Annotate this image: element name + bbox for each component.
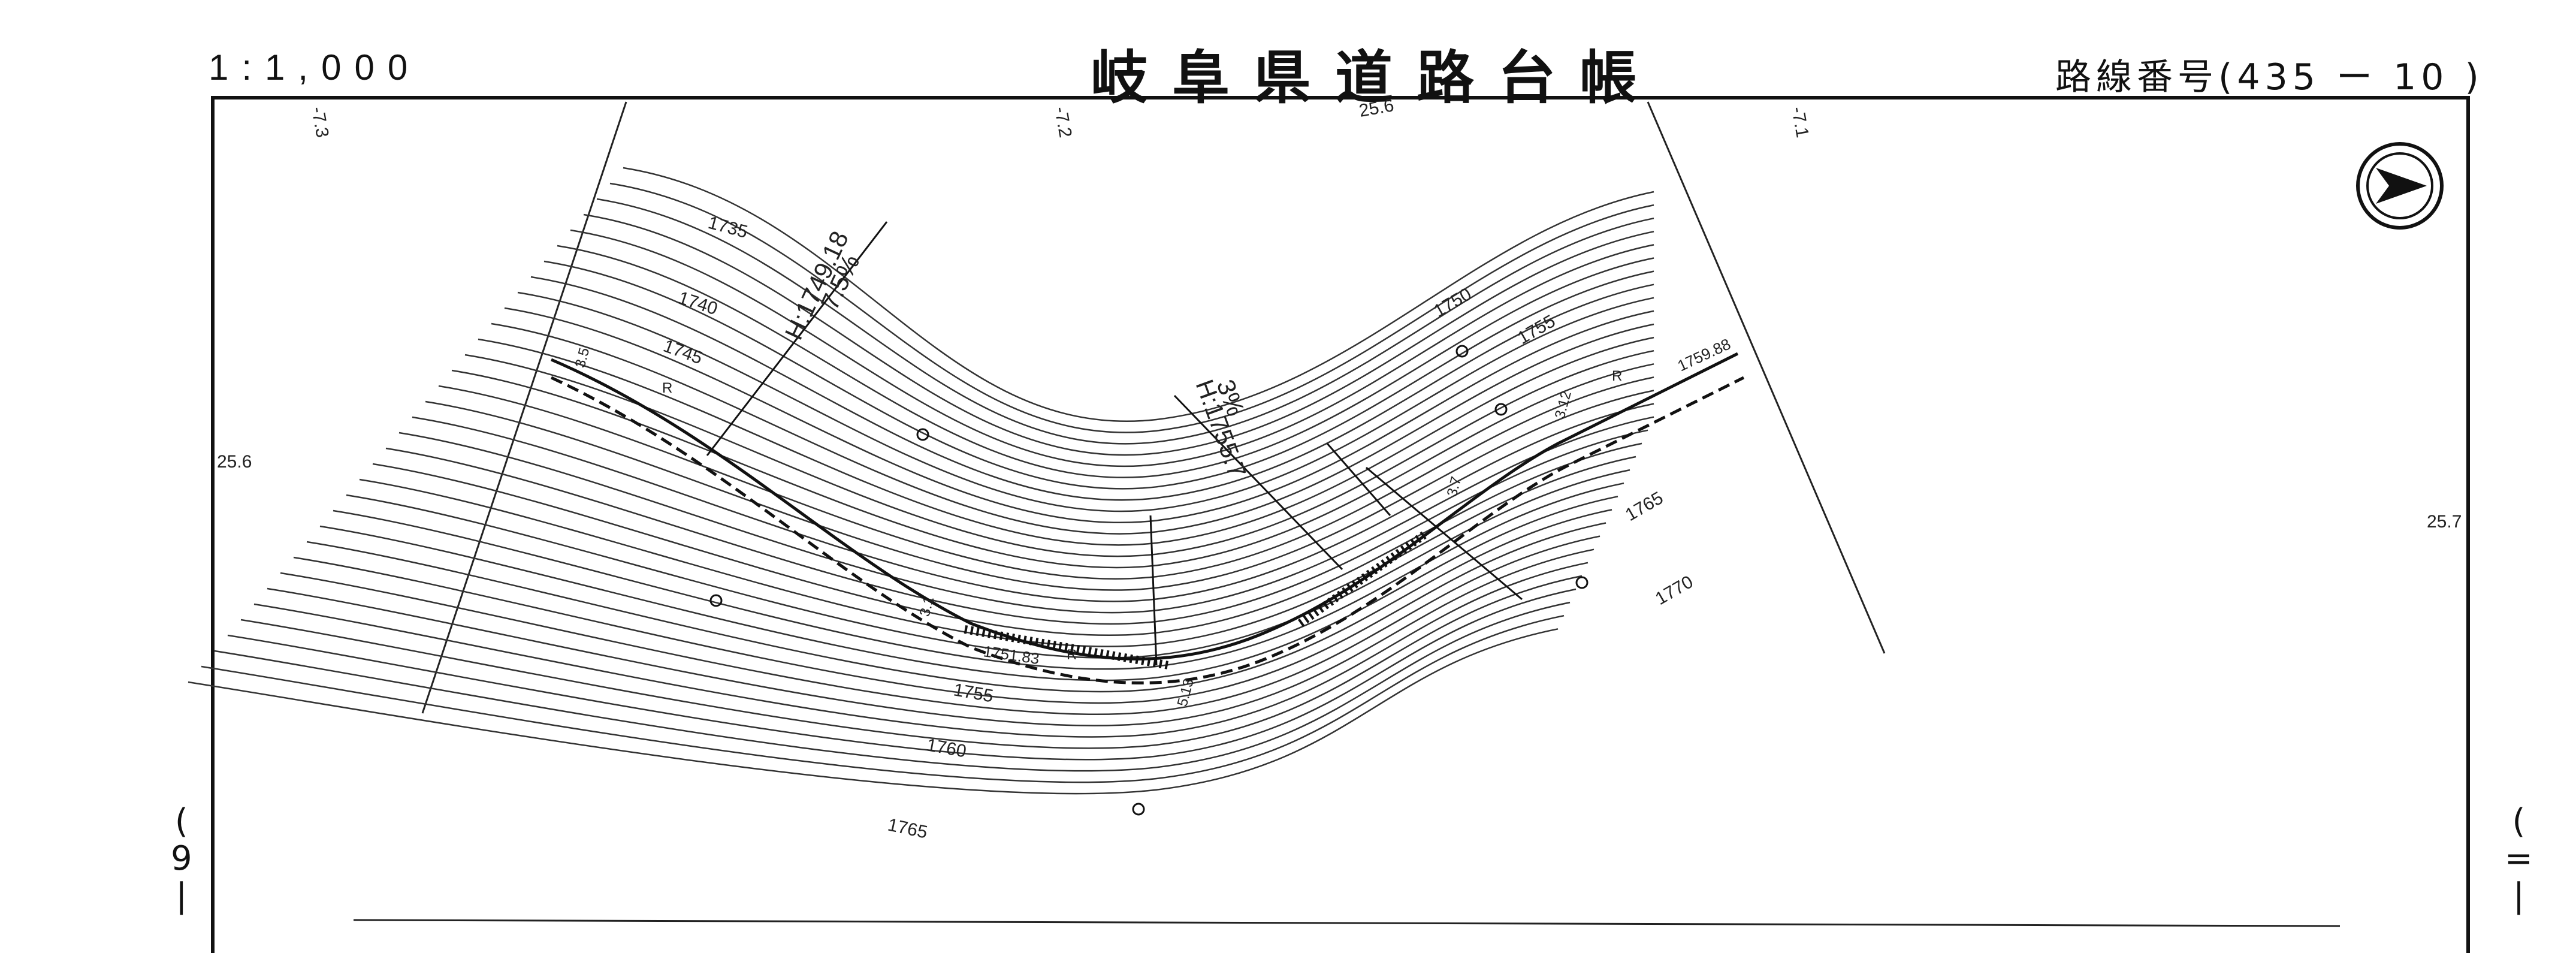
contour-line <box>596 198 1654 445</box>
contour-line <box>253 562 1589 738</box>
map-frame <box>211 96 2470 953</box>
side-label-char: | <box>176 876 188 915</box>
contour-line <box>530 276 1654 501</box>
map-boundary-lines <box>353 101 2341 927</box>
north-arrow-icon <box>2356 142 2444 230</box>
contour-label: 1745 <box>661 336 705 369</box>
route-number: 路線番号(435 ー 10 ) <box>2055 56 2484 98</box>
contour-line <box>412 403 1654 602</box>
grid-ref-left: 25.6 <box>217 452 252 472</box>
contour-lines <box>188 167 1654 795</box>
contour-line <box>504 307 1654 524</box>
grid-ref-top-center: 25.6 <box>1357 95 1395 121</box>
contour-line <box>517 291 1654 512</box>
side-label-char: ( <box>174 802 188 841</box>
contour-label: 1735 <box>706 213 750 242</box>
side-label-char: 9 <box>171 839 192 878</box>
road-label: R <box>662 380 672 396</box>
road-width: 3.1 <box>917 595 938 618</box>
map-title: 岐阜県道路台帳 <box>1091 44 1661 111</box>
contour-line <box>570 229 1654 468</box>
contour-line <box>623 167 1654 422</box>
side-label-char: | <box>2513 876 2524 915</box>
contour-line <box>491 322 1654 535</box>
contour-line <box>293 522 1606 704</box>
grid-references: -7.3 -7.2 -7.1 25.6 25.6 25.7 <box>217 95 2462 532</box>
contour-line <box>188 628 1559 795</box>
contour-line <box>451 363 1654 569</box>
contour-line <box>227 588 1577 761</box>
contour-label: 1740 <box>676 288 720 319</box>
contour-line <box>464 349 1654 557</box>
contour-line <box>557 245 1654 478</box>
contour-label: 1765 <box>886 815 929 843</box>
road-label: R <box>1067 647 1077 663</box>
contour-line <box>201 614 1565 783</box>
road-width: 3.5 <box>572 346 593 369</box>
road-width: 3.12 <box>1552 389 1575 420</box>
side-label-char: ( <box>2512 802 2526 841</box>
survey-points <box>709 345 1589 816</box>
contour-line <box>359 456 1636 647</box>
map-scale: 1:1,000 <box>209 47 421 88</box>
grid-ref-top-left: -7.3 <box>307 105 332 139</box>
contour-line <box>425 390 1654 591</box>
contour-line <box>333 482 1624 670</box>
elevation-bottom: 1751.83 <box>982 642 1040 668</box>
contour-line <box>306 509 1612 693</box>
grid-ref-top-right: -7.1 <box>1787 105 1812 139</box>
contour-line <box>280 535 1600 715</box>
contour-label: 1770 <box>1652 572 1696 609</box>
contour-label: 1750 <box>1430 284 1475 321</box>
road-width: 3.7 <box>1444 475 1465 498</box>
contour-line <box>267 548 1594 726</box>
road-label: R <box>1612 368 1622 384</box>
grid-ref-top-middle: -7.2 <box>1050 105 1075 139</box>
contour-line <box>438 376 1654 580</box>
side-label-right: ( = | <box>2505 803 2533 915</box>
side-label-left: ( 9 | <box>171 803 192 915</box>
contour-label: 1765 <box>1622 488 1666 525</box>
grid-ref-right: 25.7 <box>2427 512 2462 532</box>
contour-line <box>543 260 1654 490</box>
contour-line <box>398 416 1654 614</box>
contour-line <box>583 213 1654 456</box>
section-lines <box>706 221 1523 666</box>
contour-line <box>319 496 1618 681</box>
contour-line <box>478 336 1654 546</box>
contour-line <box>214 601 1571 772</box>
road <box>550 352 1745 684</box>
contour-line <box>385 429 1648 625</box>
contour-label: 1755 <box>1514 311 1559 348</box>
side-label-char: = <box>2505 839 2533 878</box>
contour-line <box>609 182 1654 433</box>
contour-label: 1760 <box>925 735 968 761</box>
contour-line <box>240 575 1583 749</box>
contour-line <box>372 442 1642 637</box>
